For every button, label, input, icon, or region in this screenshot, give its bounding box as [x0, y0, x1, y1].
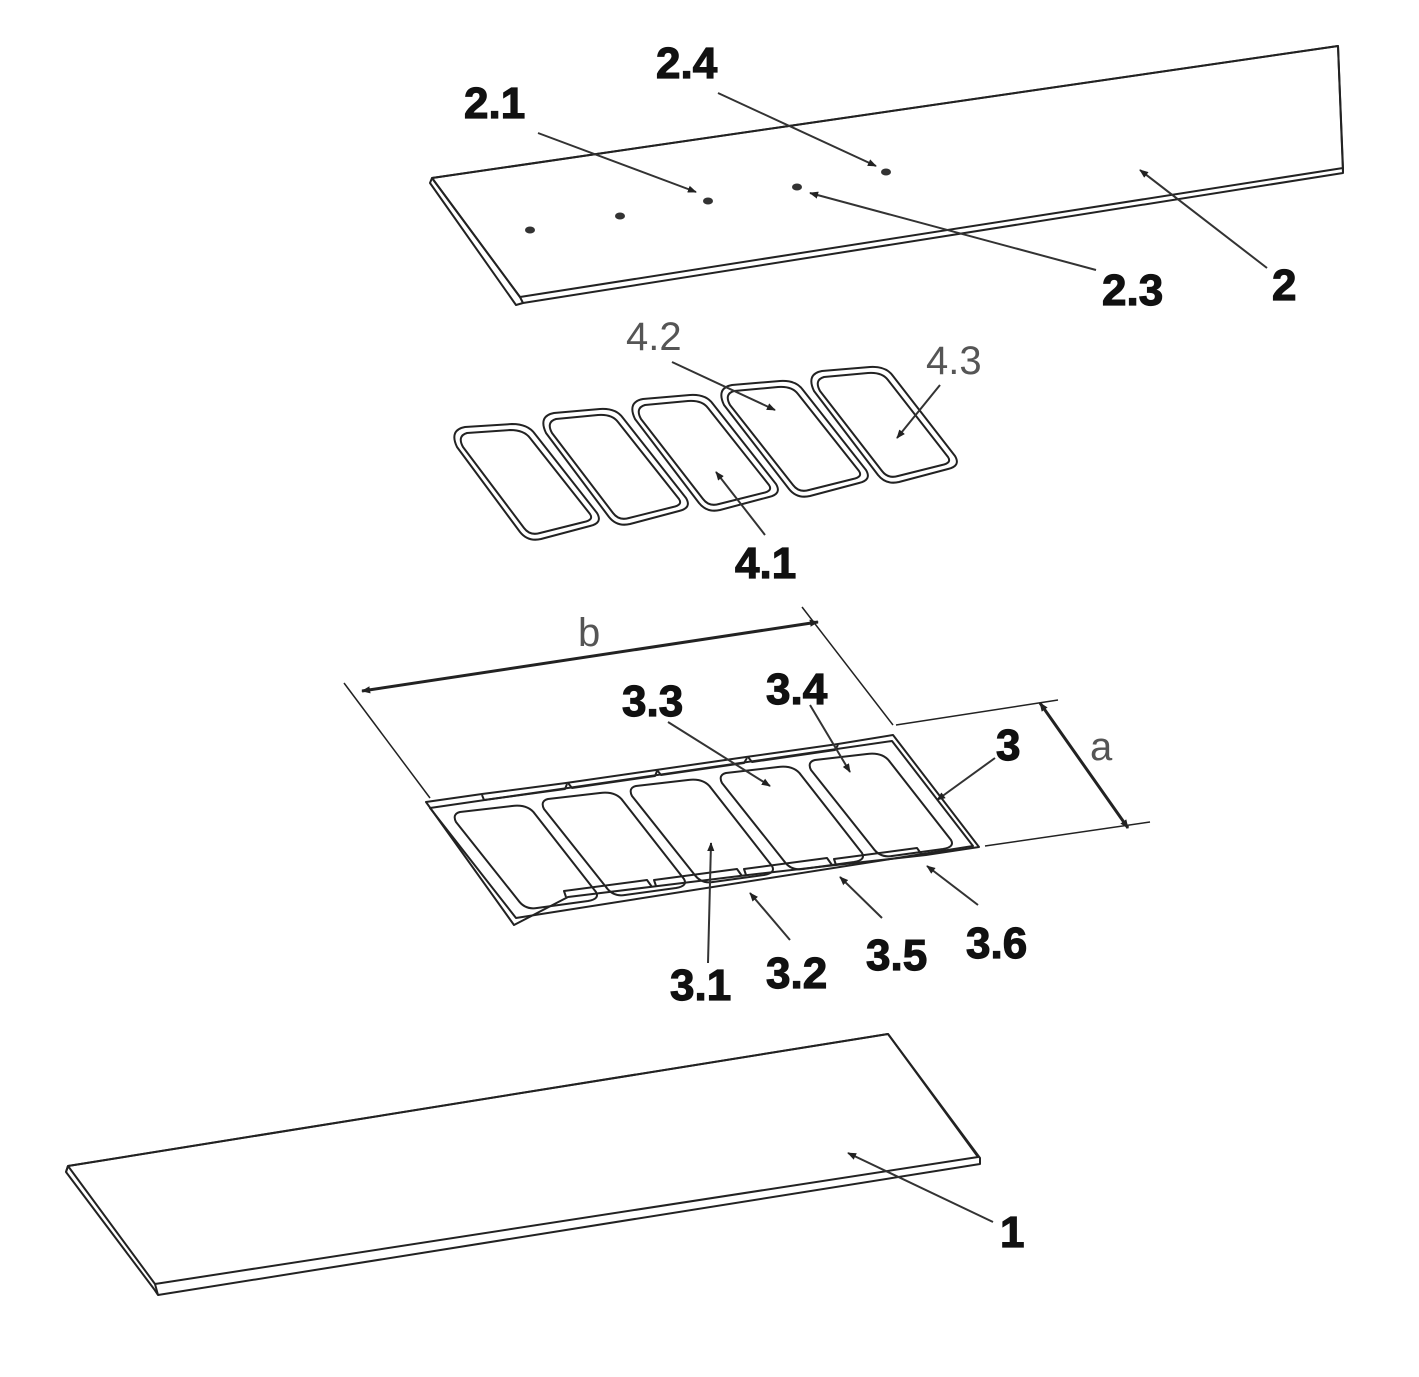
pad-5: [810, 365, 958, 484]
label-2-3: 2.3: [1102, 266, 1163, 315]
dimension-a: a: [895, 699, 1151, 847]
label-b: b: [578, 611, 600, 655]
pad-3-inner: [637, 399, 772, 506]
bottom-plate: [65, 1033, 981, 1296]
leader-3-6: [926, 865, 979, 906]
label-3: 3: [996, 721, 1020, 770]
pad-4-inner: [726, 385, 862, 492]
pad-1-inner: [459, 429, 593, 535]
label-2-1: 2.1: [464, 79, 525, 128]
spacer-layer: [425, 734, 980, 926]
label-3-5: 3.5: [866, 931, 927, 980]
spacer-bottom-slits: [563, 847, 923, 898]
leader-2-3: [809, 191, 1097, 271]
label-4-3: 4.3: [926, 339, 982, 383]
top-plate: [429, 45, 1344, 306]
leader-4-1: [715, 471, 766, 536]
leader-2-4: [717, 92, 877, 167]
chamber-3: [629, 778, 774, 884]
leader-3-5: [839, 876, 883, 919]
chamber-4: [719, 765, 864, 871]
leader-2-1: [537, 132, 697, 193]
pad-row: [453, 365, 958, 541]
pad-4: [720, 379, 869, 498]
label-3-2: 3.2: [766, 949, 827, 998]
leader-3: [936, 757, 996, 801]
label-3-1: 3.1: [670, 961, 731, 1010]
label-2-4: 2.4: [656, 39, 718, 88]
leader-3-4: [809, 704, 851, 773]
leader-3-1: [707, 842, 715, 964]
pad-1: [453, 423, 600, 541]
label-2: 2: [1272, 261, 1296, 310]
pad-2-inner: [548, 413, 682, 520]
leader-3-2: [749, 892, 791, 941]
chamber-5: [808, 752, 953, 858]
leader-3-3: [667, 721, 771, 787]
label-3-4: 3.4: [766, 665, 828, 714]
pad-5-inner: [816, 371, 951, 478]
chamber-1: [453, 804, 598, 910]
chamber-2: [541, 791, 686, 897]
leader-4-3: [896, 384, 941, 439]
pad-3: [631, 393, 779, 512]
leader-2: [1139, 169, 1268, 269]
label-1: 1: [1000, 1208, 1024, 1257]
leader-1: [847, 1152, 994, 1223]
dimension-b: b: [343, 606, 894, 799]
leader-4-2: [671, 361, 776, 411]
label-4-2: 4.2: [626, 315, 682, 359]
top-plate-holes: [525, 168, 891, 234]
label-3-3: 3.3: [622, 677, 683, 726]
label-4-1: 4.1: [735, 539, 796, 588]
label-a: a: [1090, 725, 1113, 769]
pad-2: [542, 407, 689, 526]
label-3-6: 3.6: [966, 919, 1027, 968]
